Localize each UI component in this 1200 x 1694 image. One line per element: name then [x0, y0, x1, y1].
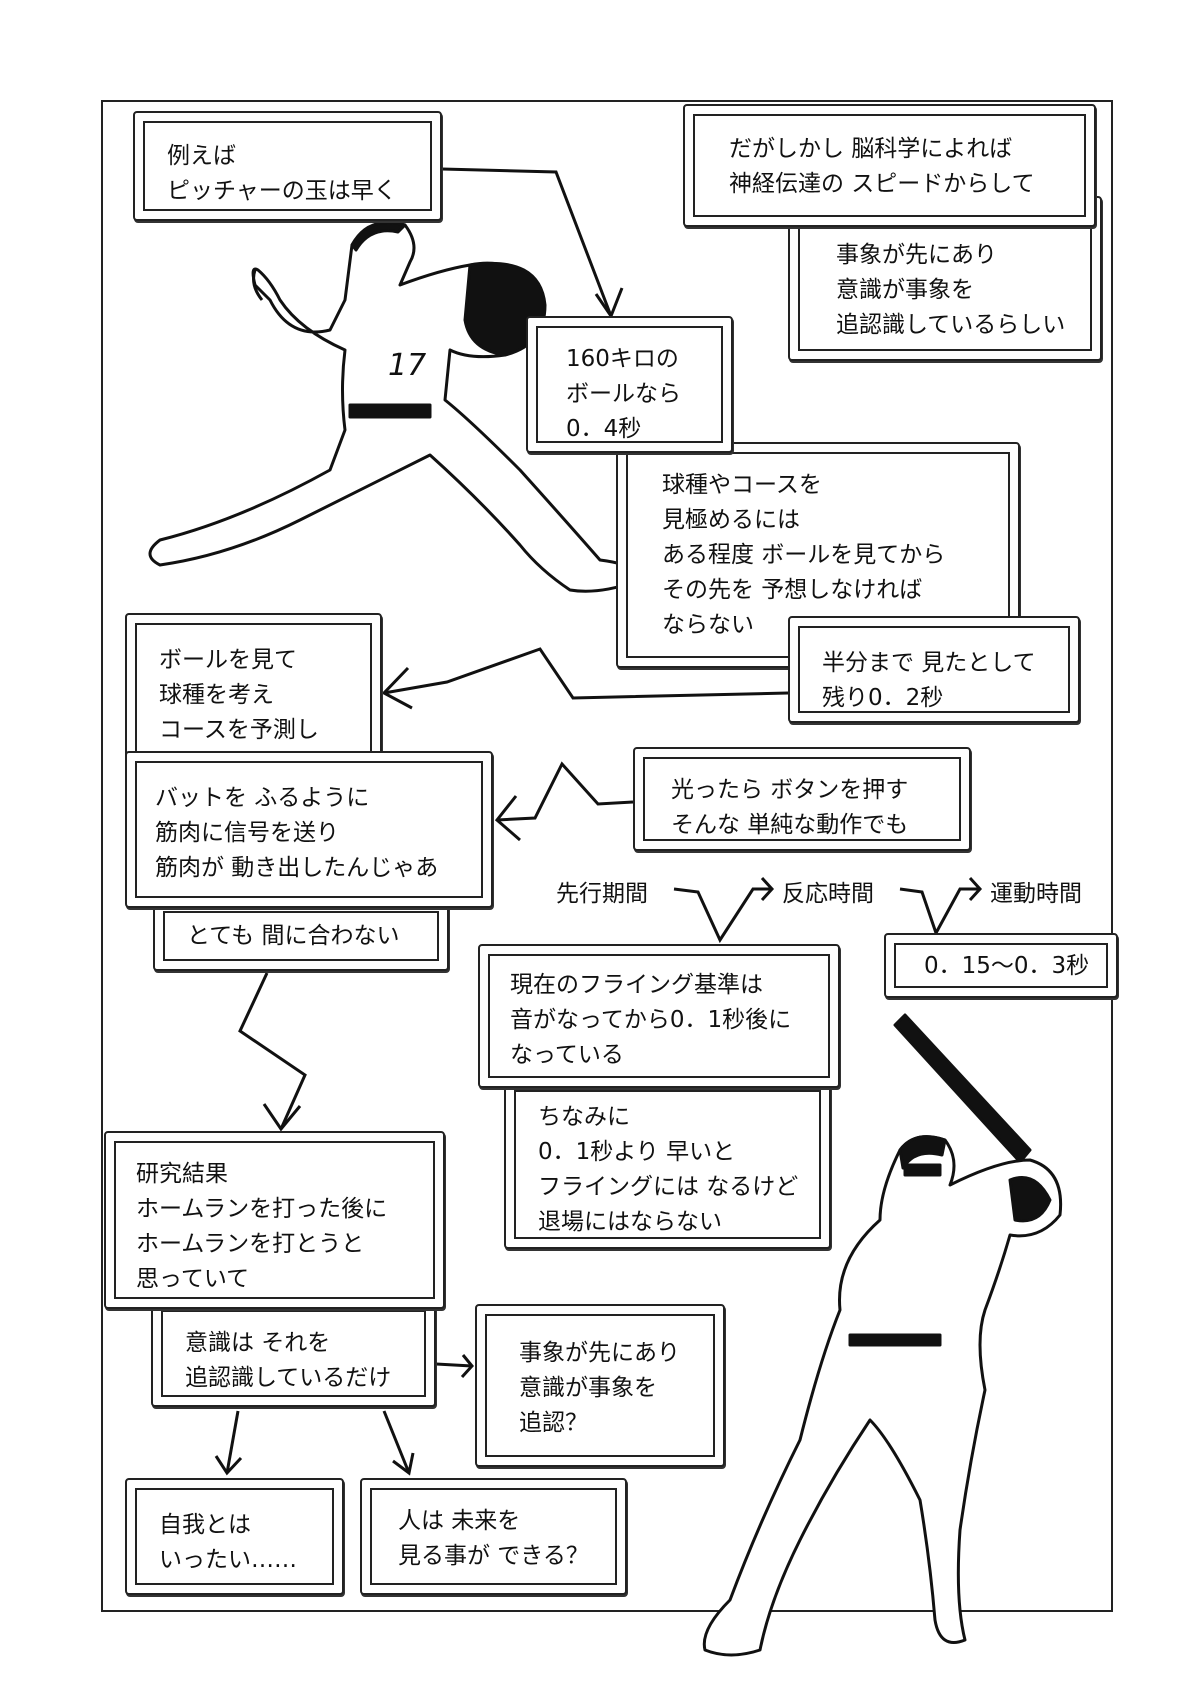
panel-text-line: 意識は それを [185, 1330, 331, 1356]
panel-text-line: 筋肉に信号を送り [155, 820, 339, 846]
pitcher-jersey-number: 17 [388, 348, 426, 383]
panel-text-line: 筋肉が 動き出したんじゃあ [155, 855, 439, 881]
panel-text-line: 光ったら ボタンを押す [671, 777, 909, 803]
panel-text-line: 音がなってから0．1秒後に [510, 1007, 792, 1033]
panel-text-line: 事象が先にあり [519, 1340, 680, 1366]
panel-speed: 160キロの ボールなら 0．4秒 [526, 316, 733, 453]
panel-text-line: 意識が事象を [519, 1375, 657, 1401]
arrow-preparation-to-reaction [673, 887, 772, 944]
panel-text-line: 球種を考え [159, 682, 274, 708]
panel-text-line: 追認？ [519, 1410, 588, 1436]
panel-text-line: 現在のフライング基準は [510, 972, 763, 998]
panel-text-line: そんな 単純な動作でも [671, 812, 909, 838]
arrow-reaction-to-movement [899, 887, 980, 937]
panel-text-line: ピッチャーの玉は早く [167, 178, 397, 204]
panel-text-line: ホームランを打とうと [136, 1231, 365, 1257]
panel-text-line: 見る事が できる？ [398, 1543, 589, 1569]
panel-see-ball: ボールを見て 球種を考え コースを予測し [125, 613, 382, 764]
arrow-half-to-see-ball [383, 647, 789, 700]
panel-text-line: 残り0．2秒 [822, 685, 944, 711]
panel-text-line: 0．1秒より 早いと [538, 1139, 736, 1165]
panel-text-line: ならない [662, 612, 754, 638]
panel-text-line: 研究結果 [136, 1161, 228, 1187]
pitcher-illustration: 17 [148, 221, 642, 593]
panel-future: 人は 未来を 見る事が できる？ [360, 1478, 627, 1595]
panel-text-line: 見極めるには [662, 507, 800, 533]
panel-text-line: 退場にはならない [538, 1209, 722, 1235]
panel-text-line: 追認識しているらしい [836, 312, 1066, 338]
panel-text-line: ちなみに [538, 1104, 630, 1130]
arrow-button-to-bat [496, 761, 634, 822]
label-reaction-time: 反応時間 [782, 874, 874, 908]
panel-text-line: とても 間に合わない [187, 923, 400, 949]
flow-arrows [214, 167, 983, 1476]
panel-text-line: なっている [510, 1042, 624, 1068]
panel-event-first-2: 事象が先にあり 意識が事象を 追認？ [475, 1304, 725, 1467]
panel-text-line: 人は 未来を [398, 1508, 521, 1534]
panel-too-late: とても 間に合わない [153, 901, 449, 971]
panel-text-line: 球種やコースを [662, 472, 822, 498]
panel-button: 光ったら ボタンを押す そんな 単純な動作でも [633, 747, 971, 851]
panel-text-line: いったい…… [159, 1547, 297, 1573]
panel-text-line: ボールなら [566, 381, 681, 407]
panel-text-line: だがしかし 脳科学によれば [729, 136, 1013, 162]
panel-bat: バットを ふるように 筋肉に信号を送り 筋肉が 動き出したんじゃあ [125, 751, 493, 908]
panel-example: 例えば ピッチャーの玉は早く [133, 111, 442, 221]
panel-false-start: 現在のフライング基準は 音がなってから0．1秒後に なっている [478, 944, 840, 1088]
arrow-too-late-to-research [238, 972, 307, 1130]
arrow-conscious-to-future [382, 1410, 411, 1474]
panel-text-line: 追認識しているだけ [185, 1365, 392, 1391]
panel-half: 半分まで 見たとして 残り0．2秒 [788, 616, 1080, 723]
arrow-conscious-to-self [225, 1410, 240, 1474]
panel-text-line: 思っていて [136, 1266, 250, 1292]
panel-text-line: コースを予測し [159, 717, 319, 743]
panel-text-line: 0．4秒 [566, 416, 642, 442]
panel-text-line: 意識が事象を [836, 277, 974, 303]
label-movement-time: 運動時間 [990, 874, 1082, 908]
panel-text-line: 神経伝達の スピードからして [729, 171, 1035, 197]
arrow-example-to-speed [441, 167, 613, 317]
panel-research: 研究結果 ホームランを打った後に ホームランを打とうと 思っていて [104, 1131, 445, 1309]
manga-page-frame [101, 100, 1113, 1612]
panel-time-range: 0．15〜0．3秒 [884, 933, 1118, 998]
panel-self: 自我とは いったい…… [125, 1478, 344, 1595]
panel-text-line: 0．15〜0．3秒 [924, 953, 1090, 979]
panel-brain-science: だがしかし 脳科学によれば 神経伝達の スピードからして [683, 104, 1096, 227]
panel-text-line: 半分まで 見たとして [822, 650, 1036, 676]
panel-text-line: 事象が先にあり [836, 242, 997, 268]
arrow-conscious-to-event [435, 1362, 473, 1368]
panel-text-line: 160キロの [566, 346, 679, 372]
batter-illustration [702, 1013, 1063, 1657]
panel-text-line: 自我とは [159, 1512, 251, 1538]
panel-text-line: フライングには なるけど [538, 1174, 799, 1200]
panel-text-line: バットを ふるように [155, 785, 370, 811]
panel-text-line: ある程度 ボールを見てから [662, 542, 946, 568]
panel-text-line: ホームランを打った後に [136, 1196, 388, 1222]
panel-by-the-way: ちなみに 0．1秒より 早いと フライングには なるけど 退場にはならない [504, 1080, 831, 1249]
label-preparation-period: 先行期間 [556, 874, 648, 908]
panel-text-line: その先を 予想しなければ [662, 577, 923, 603]
panel-text-line: ボールを見て [159, 647, 297, 673]
panel-conscious: 意識は それを 追認識しているだけ [151, 1300, 436, 1407]
panel-text-line: 例えば [167, 143, 236, 169]
